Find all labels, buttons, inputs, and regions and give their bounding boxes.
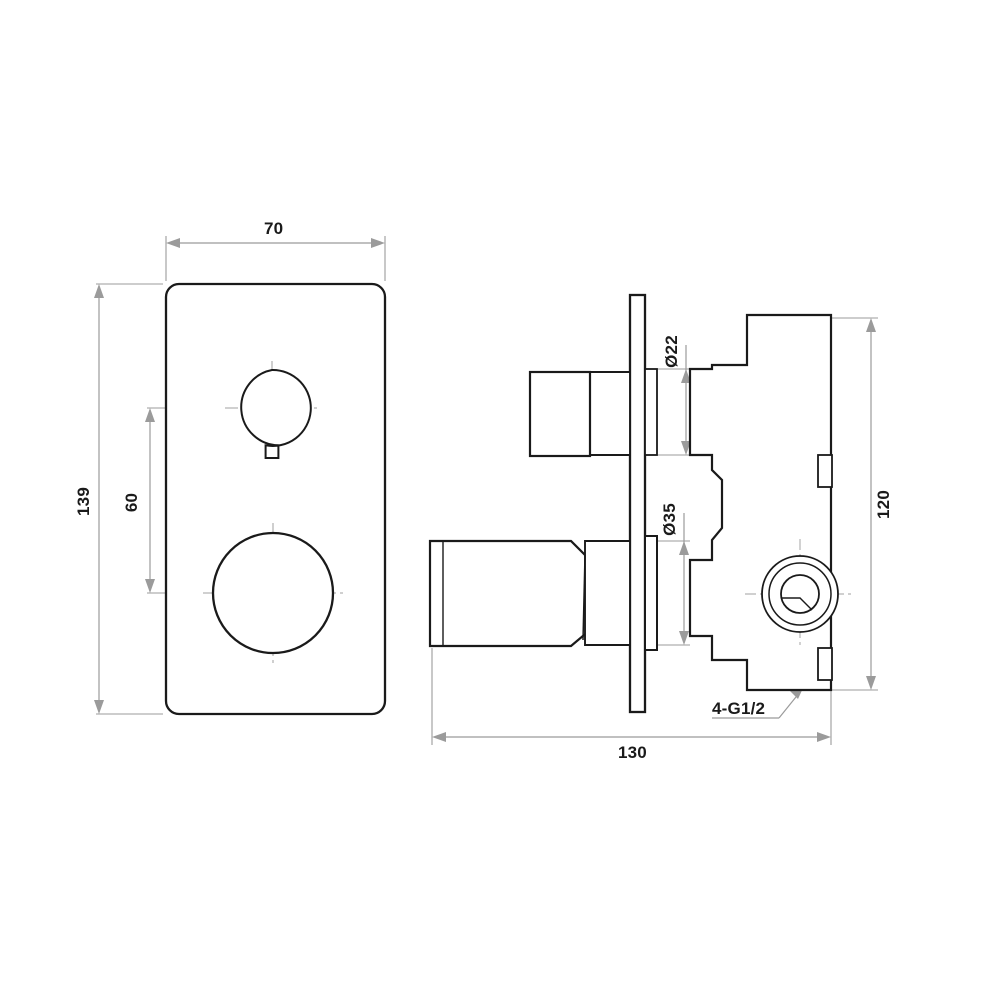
dimension-label-depth-130: 130 bbox=[618, 743, 647, 762]
diverter-knob-block bbox=[528, 370, 592, 458]
dimension-height-120 bbox=[866, 318, 876, 690]
dimension-label-width-70: 70 bbox=[264, 219, 284, 238]
dimension-spacing-60 bbox=[145, 408, 155, 593]
dimension-label-spacing-60: 60 bbox=[122, 492, 142, 513]
lower-mixer-opening bbox=[211, 531, 335, 655]
mixer-lever-handle bbox=[428, 539, 592, 648]
dimension-dia-22 bbox=[681, 345, 691, 455]
dimension-width-70 bbox=[166, 238, 385, 248]
upper-escutcheon-ring bbox=[644, 368, 658, 456]
upper-diverter-opening bbox=[240, 368, 312, 459]
valve-body-profile bbox=[688, 313, 833, 692]
dimension-height-139 bbox=[94, 284, 104, 714]
lever-taper-line bbox=[570, 540, 586, 556]
lever-collar bbox=[584, 540, 631, 646]
dimension-label-dia-35: Ø35 bbox=[659, 503, 679, 536]
dimension-label-dia-22: Ø22 bbox=[661, 335, 681, 368]
body-notch-lower bbox=[817, 647, 833, 681]
dimension-depth-130 bbox=[432, 732, 831, 742]
front-view-group bbox=[94, 236, 387, 716]
lower-escutcheon-ring bbox=[644, 535, 658, 651]
dimension-label-height-139: 139 bbox=[73, 487, 93, 516]
lever-collar-edge bbox=[582, 554, 586, 641]
side-view-group bbox=[428, 293, 878, 745]
dimension-dia-35 bbox=[679, 513, 689, 645]
wall-mounting-flange bbox=[628, 293, 647, 714]
outlet-port-boss bbox=[745, 539, 855, 649]
dimension-label-height-120: 120 bbox=[873, 490, 893, 519]
callout-label-4-g12: 4-G1/2 bbox=[712, 699, 766, 718]
body-notch-upper bbox=[817, 454, 833, 488]
